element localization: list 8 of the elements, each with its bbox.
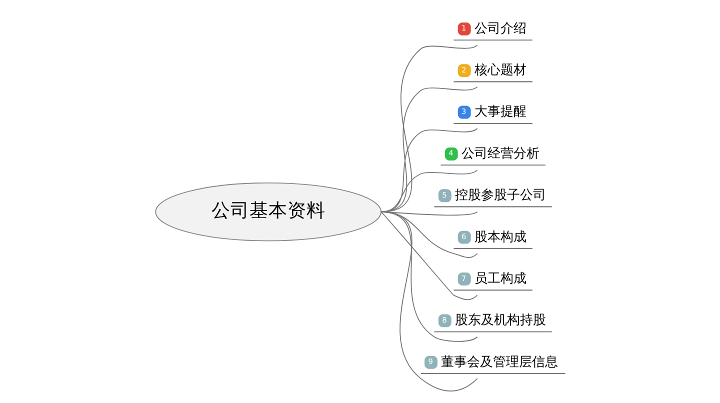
connector: [380, 211, 478, 342]
connector: [380, 44, 478, 212]
connector: [380, 211, 478, 300]
connector: [380, 128, 478, 212]
connector: [380, 211, 478, 392]
connector: [380, 86, 478, 212]
node-ellipse: 公司基本资料: [154, 182, 382, 242]
connector: [380, 170, 478, 212]
